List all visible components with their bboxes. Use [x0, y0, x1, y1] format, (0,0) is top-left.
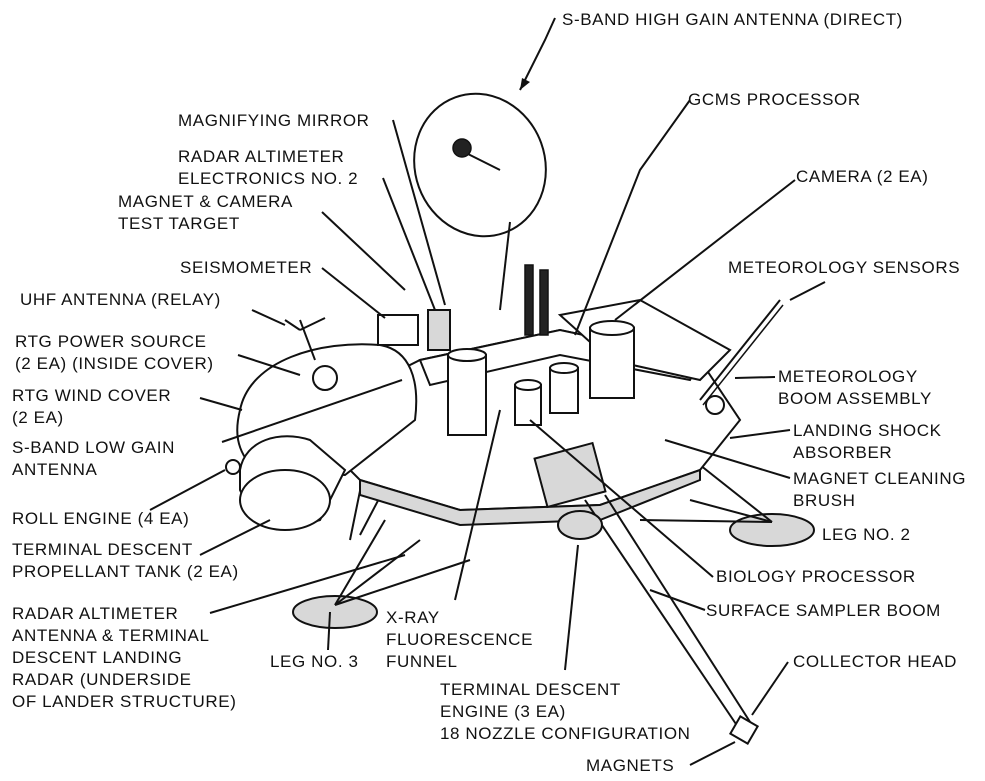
label-roll-engine: ROLL ENGINE (4 EA)	[12, 509, 190, 528]
label-leg-no-3: LEG NO. 3	[270, 652, 359, 671]
high-gain-dish	[413, 92, 547, 238]
high-gain-mast	[499, 221, 511, 311]
leader-lines	[149, 17, 826, 766]
label-magnets: MAGNETS	[586, 756, 675, 775]
label-radar-altimeter-antenna: RADAR ALTIMETER ANTENNA & TERMINAL DESCE…	[12, 604, 237, 711]
label-seismometer: SEISMOMETER	[180, 258, 313, 277]
label-magnet-cleaning-brush: MAGNET CLEANING BRUSH	[793, 469, 967, 510]
high-gain-feed	[452, 138, 472, 158]
descent-engine-nozzles	[557, 510, 603, 540]
label-meteorology-boom: METEOROLOGY BOOM ASSEMBLY	[778, 367, 932, 408]
label-rtg-wind-cover: RTG WIND COVER (2 EA)	[12, 386, 172, 427]
label-surface-sampler-boom: SURFACE SAMPLER BOOM	[706, 601, 941, 620]
label-s-band-low-gain: S-BAND LOW GAIN ANTENNA	[12, 438, 175, 479]
meteorology-sensor-head	[705, 395, 725, 415]
propellant-tank	[239, 469, 331, 531]
label-leg-no-2: LEG NO. 2	[822, 525, 911, 544]
label-collector-head: COLLECTOR HEAD	[793, 652, 957, 671]
label-camera: CAMERA (2 EA)	[796, 167, 929, 186]
label-landing-shock-absorber: LANDING SHOCK ABSORBER	[793, 421, 942, 462]
uhf-antenna	[299, 319, 316, 361]
label-uhf-antenna: UHF ANTENNA (RELAY)	[20, 290, 221, 309]
footpad-leg-2	[729, 513, 815, 547]
label-terminal-descent-propellant-tank: TERMINAL DESCENT PROPELLANT TANK (2 EA)	[12, 540, 239, 581]
footpad-leg-3	[292, 595, 378, 629]
label-terminal-descent-engine: TERMINAL DESCENT ENGINE (3 EA) 18 NOZZLE…	[440, 680, 691, 743]
gcms-stacks	[524, 264, 534, 336]
label-radar-altimeter-electronics: RADAR ALTIMETER ELECTRONICS NO. 2	[178, 147, 359, 188]
label-rtg-power-source: RTG POWER SOURCE (2 EA) (INSIDE COVER)	[15, 332, 214, 373]
roll-engine	[225, 459, 241, 475]
label-meteorology-sensors: METEOROLOGY SENSORS	[728, 258, 961, 277]
label-biology-processor: BIOLOGY PROCESSOR	[716, 567, 916, 586]
label-xray-fluorescence-funnel: X-RAY FLUORESCENCE FUNNEL	[386, 608, 534, 671]
seismometer-box	[377, 314, 419, 346]
label-s-band-high-gain: S-BAND HIGH GAIN ANTENNA (DIRECT)	[562, 10, 903, 29]
radar-electronics-box	[427, 309, 451, 351]
label-magnifying-mirror: MAGNIFYING MIRROR	[178, 111, 370, 130]
rtg-port	[312, 365, 338, 391]
label-gcms-processor: GCMS PROCESSOR	[688, 90, 861, 109]
surface-sampler-boom	[533, 441, 760, 746]
label-magnet-camera-test-target: MAGNET & CAMERA TEST TARGET	[118, 192, 293, 233]
instrument-cylinders	[447, 320, 635, 436]
meteorology-boom	[699, 299, 781, 401]
